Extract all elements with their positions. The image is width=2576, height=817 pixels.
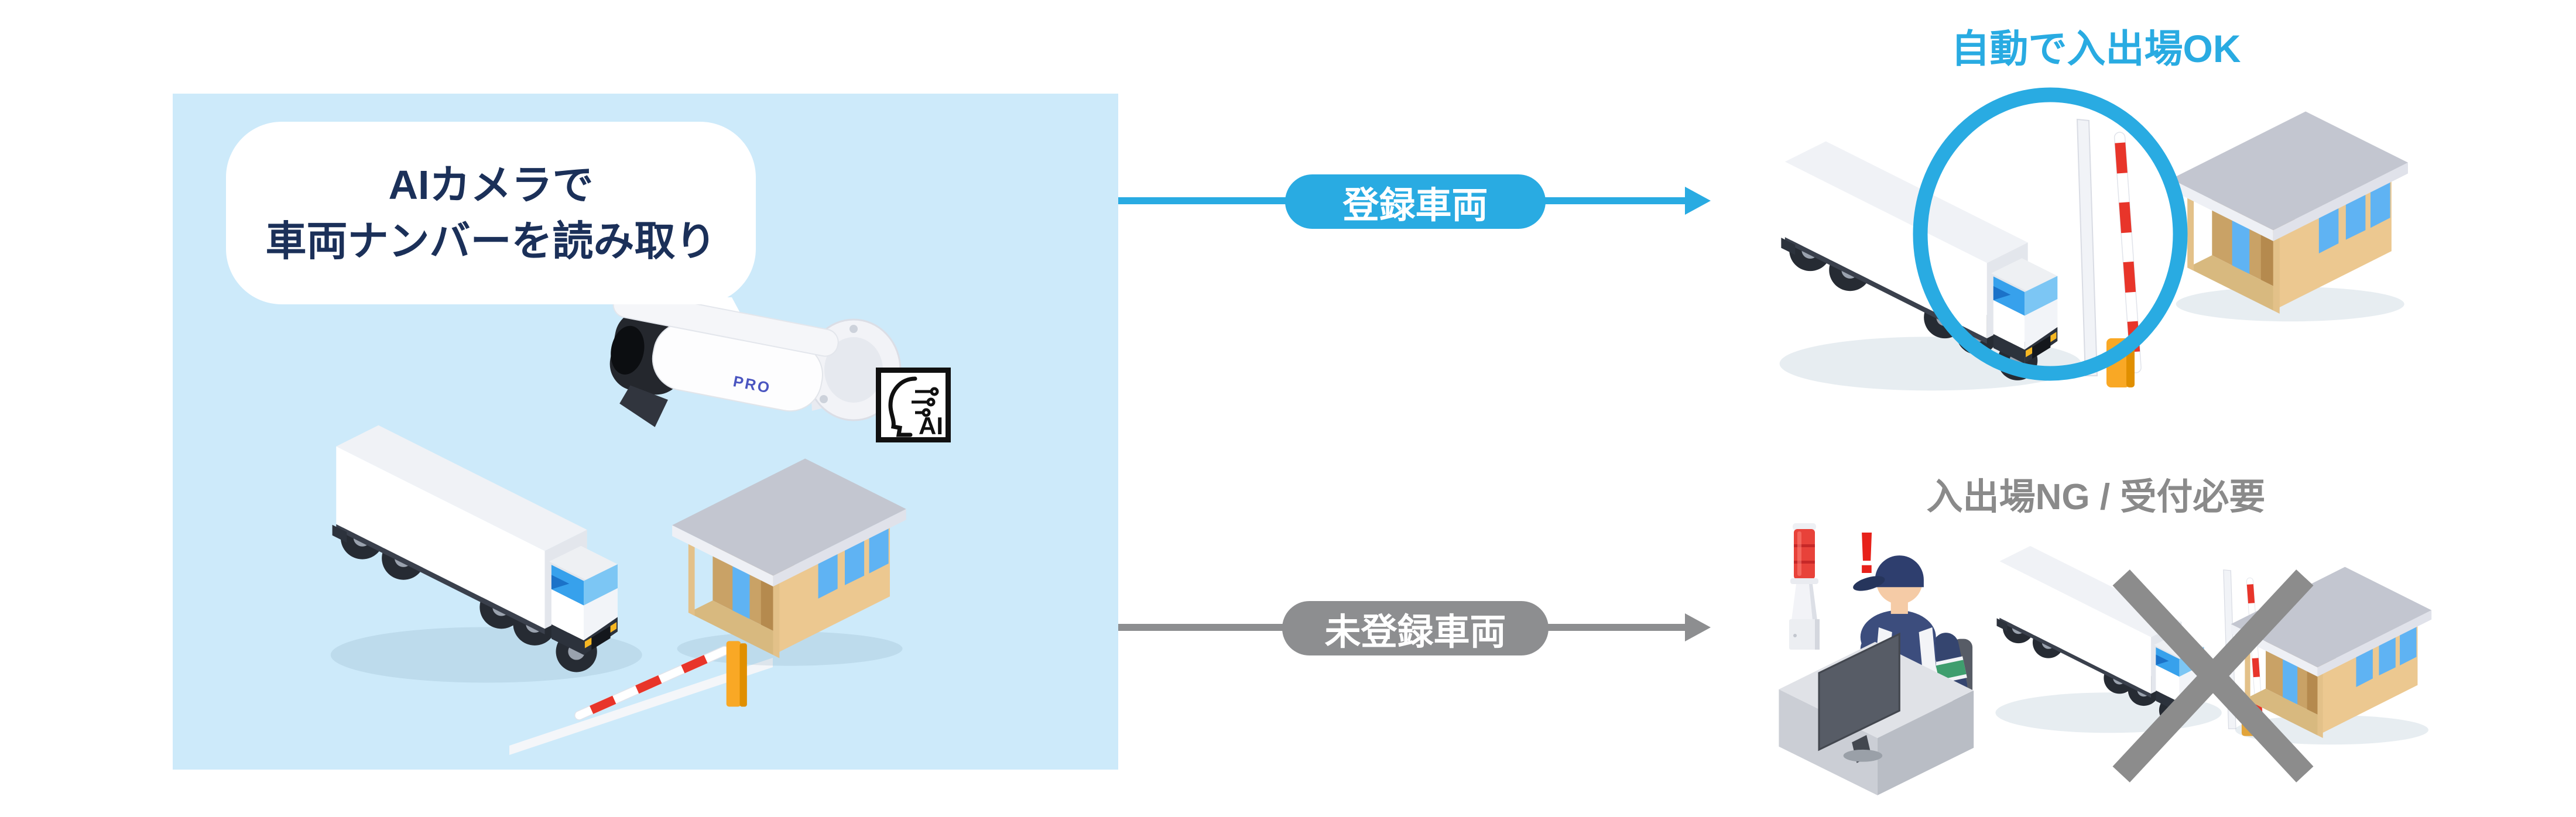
- left-illustration: [330, 290, 906, 755]
- unregistered-arrow-head: [1685, 613, 1711, 641]
- ai-badge-label: AI: [919, 412, 943, 440]
- rejected-cross-mark: [2112, 569, 2314, 782]
- unregistered-result-illustration: [1777, 523, 2432, 797]
- road-marking: [509, 658, 773, 755]
- speech-bubble: AIカメラで 車両ナンバーを読み取り: [226, 122, 756, 304]
- ai-chip-icon: AI: [876, 368, 951, 442]
- alert-exclamation: !: [1855, 520, 1879, 586]
- truck-illustration: [330, 425, 642, 683]
- bubble-text-line2: 車両ナンバーを読み取り: [265, 218, 717, 264]
- registered-result-illustration: [1779, 87, 2408, 391]
- guardhouse-illustration: [2171, 111, 2408, 322]
- bubble-text-line1: AIカメラで: [388, 162, 594, 208]
- ai-head-circuit-icon: [888, 376, 939, 437]
- signal-tower-illustration: [1789, 523, 1820, 650]
- unregistered-result-title: 入出場NG / 受付必要: [1926, 477, 2266, 517]
- registered-label-pill: 登録車両: [1285, 174, 1546, 229]
- registered-arrow-head: [1685, 187, 1711, 215]
- registered-result-title: 自動で入出場OK: [1951, 27, 2241, 70]
- unregistered-label-pill: 未登録車両: [1282, 601, 1549, 655]
- highlight-circle: [1913, 87, 2188, 381]
- ai-camera-illustration: [609, 290, 902, 427]
- guardhouse-illustration: [672, 458, 906, 666]
